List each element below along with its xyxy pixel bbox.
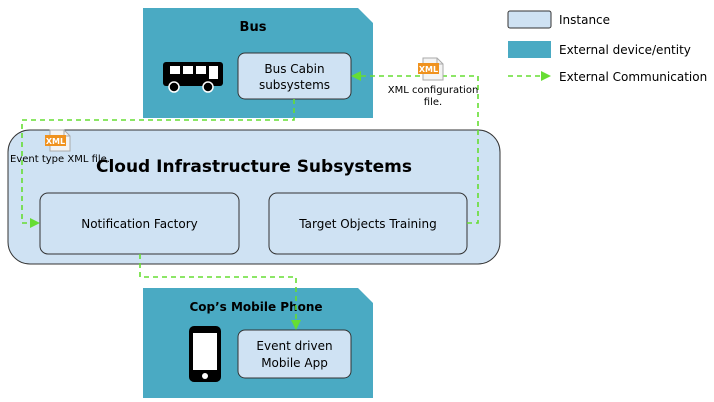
legend-instance-label: Instance [559,13,610,27]
cloud-title: Cloud Infrastructure Subsystems [96,157,412,177]
phone-title: Cop’s Mobile Phone [189,300,322,314]
arrow-bus-to-notification [21,99,295,228]
legend-communication-label: External Communication [559,70,707,84]
notification-factory-label: Notification Factory [81,217,198,231]
mobile-app-label-2: Mobile App [261,356,328,370]
xml-badge-config: XML [419,65,438,74]
bus-icon [163,62,223,93]
arrow-training-to-bus [351,71,479,224]
legend-instance-swatch [507,10,552,29]
target-training-label: Target Objects Training [298,217,436,231]
event-file-label: Event type XML file. [10,154,110,165]
xml-file-icon-event: XML [45,129,71,152]
bus-cabin-box [237,52,352,100]
mobile-app-label-1: Event driven [256,339,332,353]
xml-badge-event: XML [46,137,65,146]
bus-cabin-label-1: Bus Cabin [264,62,324,76]
bus-title: Bus [240,20,267,35]
smartphone-icon [189,326,221,382]
mobile-app-box [237,329,352,379]
bus-cabin-label-2: subsystems [259,78,330,92]
config-file-label-2: file. [424,97,442,108]
legend-external-swatch [508,41,551,58]
config-file-label-1: XML configuration [388,85,479,96]
legend: Instance External device/entity External… [507,10,707,84]
arrow-notification-to-phone [139,254,301,330]
xml-file-icon-config: XML [418,57,444,81]
legend-external-label: External device/entity [559,43,691,57]
